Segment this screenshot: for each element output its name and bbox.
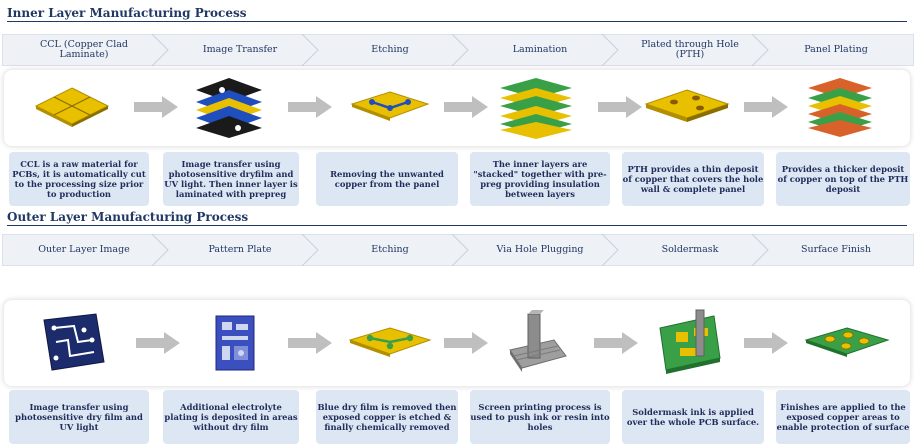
inner-step-3-label: Etching [371,43,409,55]
outer-step-6: Surface Finish [752,234,914,266]
outer-step-1-label: Outer Layer Image [38,243,130,255]
outer-step-6-label: Surface Finish [800,243,872,255]
outer-step-4-label: Via Hole Plugging [496,243,584,255]
inner-step-4-label: Lamination [512,43,568,55]
inner-desc-6: Provides a thicker deposit of copper on … [776,152,910,206]
inner-step-2-label: Image Transfer [202,43,278,55]
outer-desc-5: Soldermask ink is applied over the whole… [622,390,764,444]
outer-desc-3: Blue dry film is removed then exposed co… [316,390,458,444]
inner-step-1-label: CCL (Copper Clad Laminate) [40,38,128,60]
outer-desc-1: Image transfer using photosensitive dry … [9,390,149,444]
outer-step-5: Soldermask [602,234,772,266]
outer-step-3: Etching [302,234,472,266]
outer-step-1: Outer Layer Image [2,234,172,266]
inner-step-2: Image Transfer [152,34,322,66]
inner-desc-3: Removing the unwanted copper from the pa… [316,152,458,206]
outer-layer-image-board-icon [43,313,105,371]
outer-arrow-3 [444,332,488,354]
inner-desc-1: CCL is a raw material for PCBs, it is au… [9,152,149,206]
inner-arrow-1 [134,96,178,118]
outer-step-2-label: Pattern Plate [208,243,272,255]
outer-arrow-1 [136,332,180,354]
outer-desc-2: Additional electrolyte plating is deposi… [163,390,299,444]
inner-step-chevrons: CCL (Copper Clad Laminate) Image Transfe… [0,34,914,66]
surface-finish-board-icon [804,327,890,357]
soldermask-board-icon [659,309,721,374]
inner-step-6-label: Panel Plating [804,43,868,55]
outer-illustration-band [4,300,910,386]
outer-step-4: Via Hole Plugging [452,234,622,266]
inner-desc-5: PTH provides a thin deposit of copper th… [622,152,764,206]
inner-section-title: Inner Layer Manufacturing Process [7,6,906,22]
pth-panel-icon [644,89,730,122]
inner-arrow-2 [288,96,332,118]
image-transfer-stack-icon [196,78,262,138]
outer-step-2: Pattern Plate [152,234,322,266]
outer-step-chevrons: Outer Layer Image Pattern Plate Etching … [0,234,914,266]
etched-board-icon [348,327,432,357]
etched-panel-icon [350,91,430,121]
inner-step-5: Plated through Hole (PTH) [602,34,772,66]
outer-arrow-4 [594,332,638,354]
inner-step-6: Panel Plating [752,34,914,66]
inner-desc-2: Image transfer using photosensitive dryf… [163,152,299,206]
outer-desc-6: Finishes are applied to the exposed copp… [776,390,910,444]
inner-arrow-4 [598,96,642,118]
outer-section-title: Outer Layer Manufacturing Process [7,210,908,226]
inner-desc-4: The inner layers are "stacked" together … [470,152,610,206]
inner-step-5-label: Plated through Hole (PTH) [641,38,739,60]
outer-step-5-label: Soldermask [661,243,719,255]
inner-step-4: Lamination [452,34,622,66]
inner-illustration-band [4,70,910,146]
panel-plating-stack-icon [808,78,872,137]
via-plugging-icon [509,310,567,372]
inner-step-1: CCL (Copper Clad Laminate) [2,34,172,66]
outer-desc-4: Screen printing process is used to push … [470,390,610,444]
ccl-panel-icon [34,87,110,127]
inner-step-3: Etching [302,34,472,66]
outer-arrow-5 [744,332,788,354]
inner-arrow-3 [444,96,488,118]
outer-arrow-2 [288,332,332,354]
lamination-stack-icon [500,78,572,139]
outer-step-3-label: Etching [371,243,409,255]
pattern-plate-board-icon [215,315,255,371]
inner-arrow-5 [744,96,788,118]
